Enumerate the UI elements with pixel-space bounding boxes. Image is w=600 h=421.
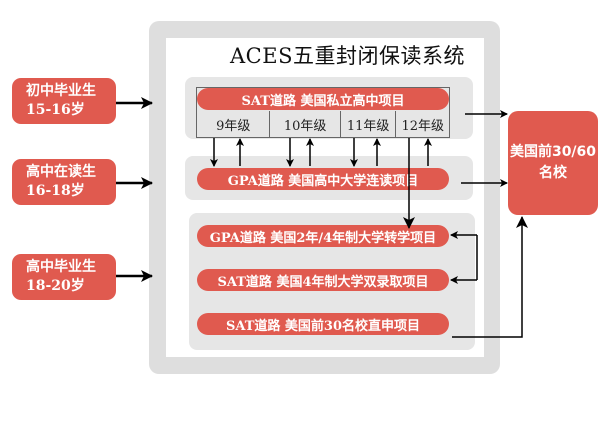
grade-row: 9年级 10年级 11年级 12年级 [196, 111, 450, 138]
student-box-junior-grad: 初中毕业生 15-16岁 [12, 78, 116, 124]
student-age: 15-16岁 [26, 102, 85, 118]
grade-9: 9年级 [197, 111, 271, 137]
student-age: 18-20岁 [26, 278, 85, 294]
diagram-title: ACES五重封闭保读系统 [230, 44, 465, 68]
sat-bracket [196, 87, 450, 111]
target-label-2: 名校 [539, 165, 567, 181]
target-label: 美国前30/60 [509, 144, 597, 160]
grade-12: 12年级 [401, 118, 444, 134]
grade-10: 10年级 [270, 111, 341, 137]
student-box-hs-current: 高中在读生 16-18岁 [12, 159, 116, 205]
program-sat-top30-direct: SAT道路 美国前30名校直申项目 [197, 313, 449, 335]
program-gpa-hs-college: GPA道路 美国高中大学连读项目 [197, 168, 449, 190]
student-label: 初中毕业生 [26, 83, 96, 99]
program-sat-dual-admission: SAT道路 美国4年制大学双录取项目 [197, 269, 449, 291]
target-top-universities: 美国前30/60 名校 [508, 111, 598, 215]
student-age: 16-18岁 [26, 183, 85, 199]
student-box-hs-grad: 高中毕业生 18-20岁 [12, 254, 116, 300]
grade-11: 11年级 [341, 111, 397, 137]
student-label: 高中毕业生 [26, 259, 96, 275]
program-gpa-transfer: GPA道路 美国2年/4年制大学转学项目 [197, 225, 449, 247]
program-sat-private-hs: SAT道路 美国私立高中项目 [197, 88, 449, 110]
arrow-top30-to-target [452, 216, 528, 338]
student-label: 高中在读生 [26, 164, 96, 180]
